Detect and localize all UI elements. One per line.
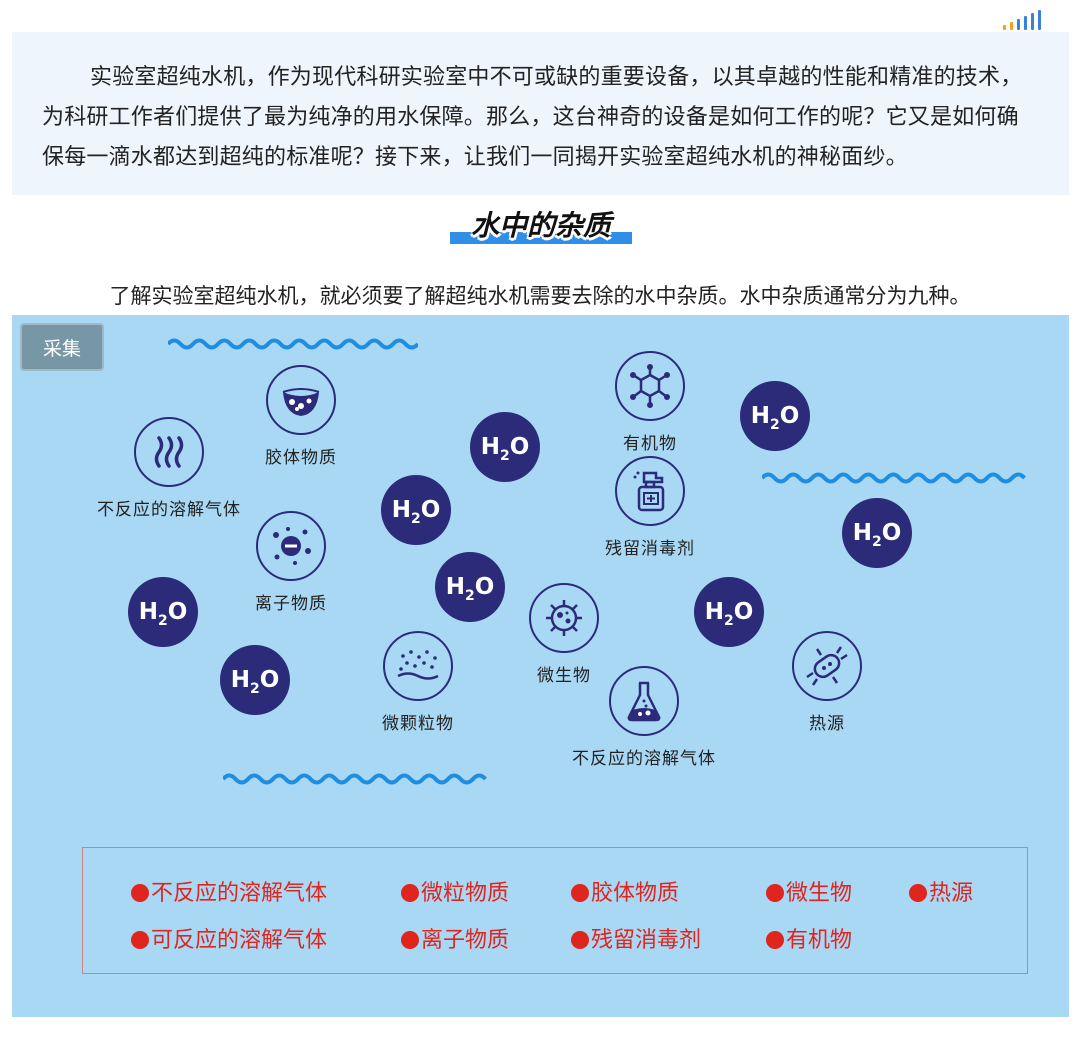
legend-item: 残留消毒剂 [571, 922, 701, 954]
legend-item: 微生物 [766, 875, 852, 907]
impurity-label: 微生物 [537, 666, 591, 686]
impurity-label: 微颗粒物 [382, 714, 454, 734]
impurity-unreactive-gas-2: 不反应的溶解气体 [549, 666, 739, 769]
impurity-colloid: 胶体物质 [226, 365, 376, 468]
bullet-icon [571, 931, 589, 949]
particle-icon [383, 631, 453, 701]
impurity-microorganism: 微生物 [489, 583, 639, 686]
impurities-diagram: 采集 H2O H2O H2O H2O H2O H2O H2O H2O 胶体物质 [12, 315, 1069, 1017]
bacteria-icon [792, 631, 862, 701]
flask-icon [609, 666, 679, 736]
bullet-icon [401, 884, 419, 902]
ion-icon [256, 511, 326, 581]
legend-item: 可反应的溶解气体 [131, 922, 327, 954]
impurity-unreactive-gas: 不反应的溶解气体 [74, 417, 264, 520]
bullet-icon [131, 931, 149, 949]
water-molecule: H2O [381, 475, 451, 545]
signal-bars-icon [1003, 10, 1049, 30]
lead-text: 了解实验室超纯水机，就必须要了解超纯水机需要去除的水中杂质。水中杂质通常分为九种… [109, 284, 971, 308]
microbe-icon [529, 583, 599, 653]
impurity-label: 离子物质 [255, 594, 327, 614]
legend-item: 胶体物质 [571, 875, 679, 907]
section-title: 水中的杂质 [450, 200, 632, 248]
bullet-icon [766, 884, 784, 902]
title-underline-bar [450, 232, 632, 244]
impurity-label: 有机物 [623, 434, 677, 454]
section-title-text: 水中的杂质 [470, 209, 611, 242]
collect-button[interactable]: 采集 [20, 323, 104, 371]
water-molecule: H2O [128, 577, 198, 647]
water-molecule: H2O [470, 412, 540, 482]
bullet-icon [401, 931, 419, 949]
wave-decoration-right [762, 472, 1026, 484]
impurity-ionic: 离子物质 [216, 511, 366, 614]
impurity-label: 残留消毒剂 [605, 539, 695, 559]
intro-paragraph: 实验室超纯水机，作为现代科研实验室中不可或缺的重要设备，以其卓越的性能和精准的技… [42, 65, 1023, 170]
wave-decoration-bottom [223, 773, 487, 785]
water-molecule: H2O [740, 381, 810, 451]
bullet-icon [909, 884, 927, 902]
intro-box: 实验室超纯水机，作为现代科研实验室中不可或缺的重要设备，以其卓越的性能和精准的技… [12, 32, 1069, 195]
bullet-icon [766, 931, 784, 949]
impurity-pyrogen: 热源 [752, 631, 902, 734]
impurity-label: 不反应的溶解气体 [572, 749, 716, 769]
impurity-legend: 不反应的溶解气体 微粒物质 胶体物质 微生物 热源 可反应的溶解气体 离子物质 … [82, 847, 1028, 974]
legend-item: 有机物 [766, 922, 852, 954]
legend-item: 离子物质 [401, 922, 509, 954]
bullet-icon [571, 884, 589, 902]
water-molecule: H2O [220, 645, 290, 715]
impurity-label: 不反应的溶解气体 [97, 500, 241, 520]
impurity-organic: 有机物 [575, 351, 725, 454]
water-molecule: H2O [694, 577, 764, 647]
legend-item: 不反应的溶解气体 [131, 875, 327, 907]
spray-bottle-icon [615, 456, 685, 526]
water-molecule: H2O [435, 552, 505, 622]
steam-icon [134, 417, 204, 487]
water-molecule: H2O [842, 498, 912, 568]
bullet-icon [131, 884, 149, 902]
molecule-icon [615, 351, 685, 421]
impurity-label: 胶体物质 [265, 448, 337, 468]
legend-item: 微粒物质 [401, 875, 509, 907]
impurity-residual-disinfectant: 残留消毒剂 [555, 456, 745, 559]
impurity-label: 热源 [809, 714, 845, 734]
wave-decoration-top [168, 338, 418, 350]
impurity-microparticle: 微颗粒物 [343, 631, 493, 734]
legend-item: 热源 [909, 875, 973, 907]
colloid-icon [266, 365, 336, 435]
